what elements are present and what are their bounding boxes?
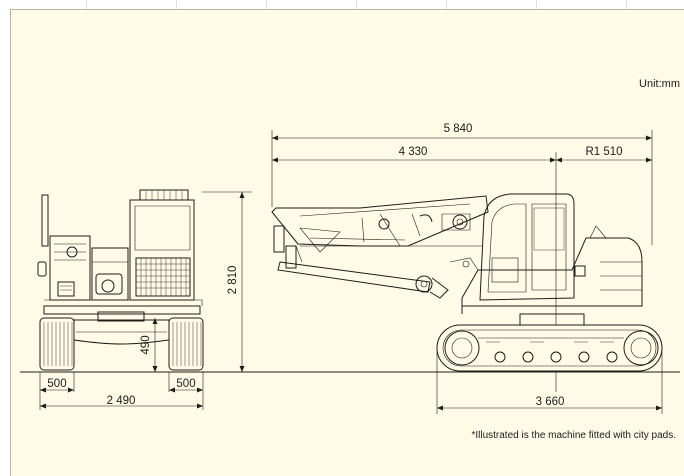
right-track	[168, 317, 204, 371]
dim-front-length: 4 330	[399, 146, 428, 158]
dim-ground-clearance: 490	[140, 335, 152, 354]
dim-overall-width: 2 490	[107, 395, 136, 407]
footnote: *Illustrated is the machine fitted with …	[471, 430, 676, 441]
dim-track-shoe-left: 500	[47, 378, 66, 390]
rear-grille	[135, 257, 191, 297]
boom	[271, 195, 489, 247]
strip-divider	[536, 0, 537, 9]
dim-height: 2 810	[227, 266, 239, 295]
side-view-machine	[271, 193, 663, 373]
side-track	[436, 324, 663, 372]
strip-divider	[86, 0, 87, 9]
strip-divider	[176, 0, 177, 9]
unit-label: Unit:mm	[639, 78, 680, 90]
side-cab	[479, 193, 575, 301]
dimension-lines	[20, 130, 680, 414]
strip-divider	[266, 0, 267, 9]
dim-tail-radius: R1 510	[585, 146, 622, 158]
dim-track-shoe-right: 500	[176, 378, 195, 390]
strip-divider	[626, 0, 627, 9]
rear-view-machine	[37, 189, 204, 371]
top-strip	[0, 0, 684, 10]
left-track	[39, 317, 75, 371]
arm-cylinder	[277, 261, 431, 293]
strip-divider	[446, 0, 447, 9]
dim-overall-length: 5 840	[444, 123, 473, 135]
strip-divider	[356, 0, 357, 9]
dim-track-length: 3 660	[536, 396, 565, 408]
diagram-panel	[10, 9, 684, 476]
